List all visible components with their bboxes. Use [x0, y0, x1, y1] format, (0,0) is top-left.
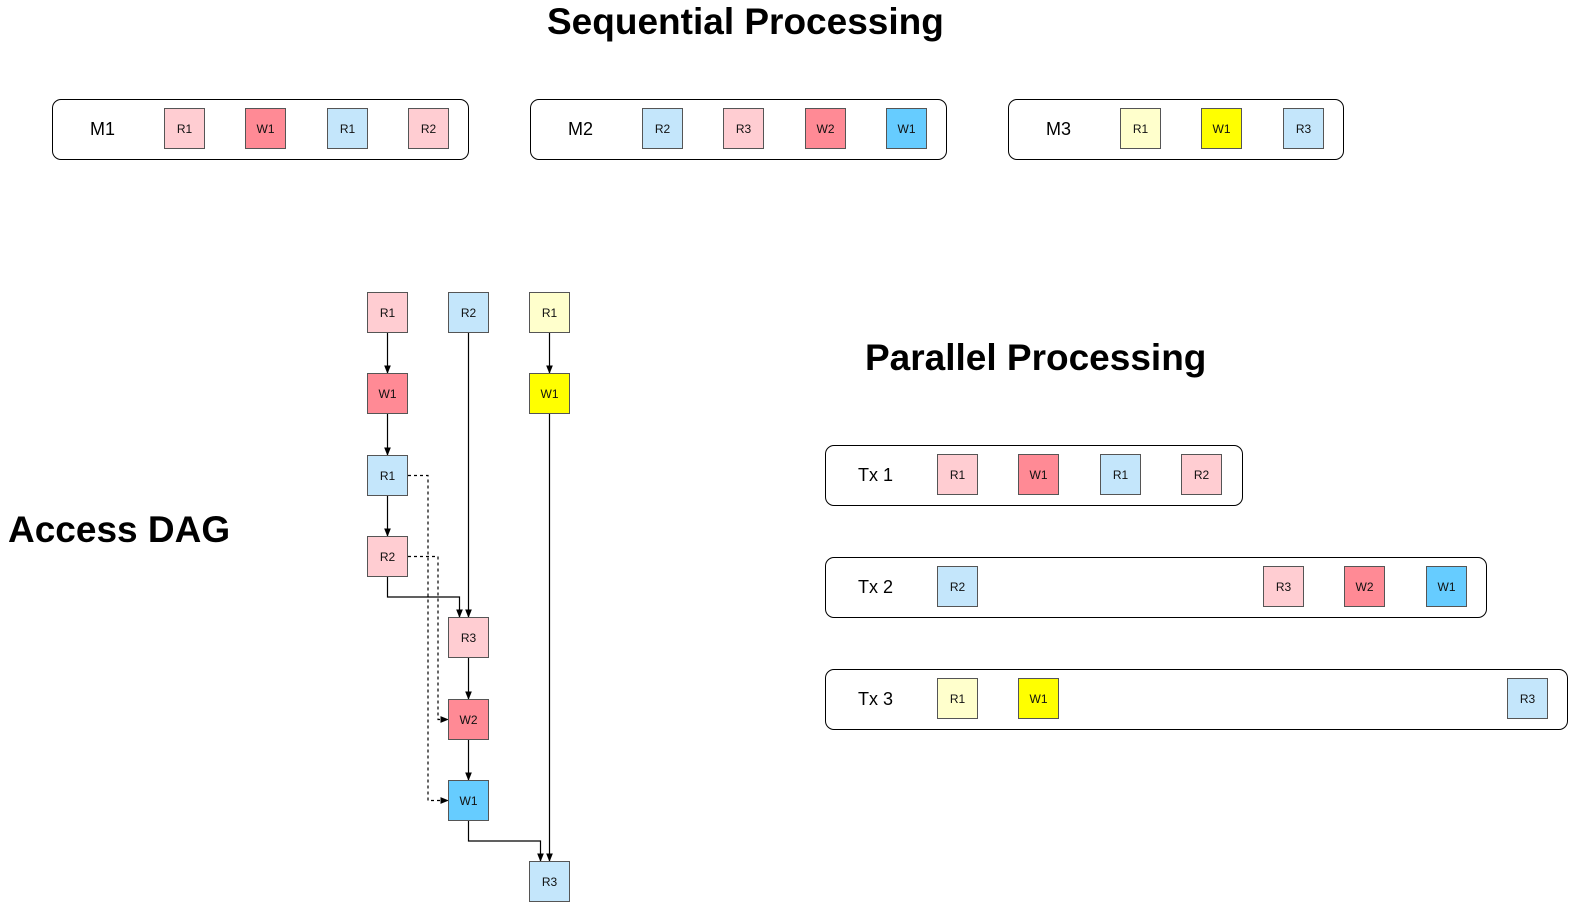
lane-label: M2	[568, 119, 594, 139]
op-block: R1	[1120, 108, 1161, 149]
dag-node: R1	[367, 455, 408, 496]
op-block: R3	[723, 108, 764, 149]
dag-edge-a_r2-to-b_w2	[408, 555, 449, 723]
dag-node: W1	[448, 780, 489, 821]
dag-node: R1	[367, 292, 408, 333]
lane-label: Tx 1	[858, 465, 894, 485]
op-block: R1	[937, 678, 978, 719]
op-block: R1	[1100, 454, 1141, 495]
dag-title: Access DAG	[8, 509, 231, 550]
op-block: W1	[245, 108, 286, 149]
parallel-lane-tx2: Tx 2	[825, 557, 1487, 618]
dag-edge-b_w1-to-c_r3	[467, 821, 544, 862]
op-block: R1	[327, 108, 368, 149]
dag-node: R3	[448, 617, 489, 658]
op-block: R1	[164, 108, 205, 149]
lane-label: Tx 3	[858, 689, 894, 709]
dag-node: R2	[367, 536, 408, 577]
op-block: W1	[1018, 454, 1059, 495]
op-block: R3	[1507, 678, 1548, 719]
dag-node: W1	[367, 373, 408, 414]
op-block: W1	[1426, 566, 1467, 607]
op-block: R2	[937, 566, 978, 607]
op-block: W1	[1018, 678, 1059, 719]
op-block: W1	[1201, 108, 1242, 149]
op-block: W2	[1344, 566, 1385, 607]
op-block: R1	[937, 454, 978, 495]
dag-node: R1	[529, 292, 570, 333]
lane-label: M3	[1046, 119, 1072, 139]
dag-node: R2	[448, 292, 489, 333]
parallel-title: Parallel Processing	[865, 337, 1207, 378]
dag-edge-a_r1b-to-b_w1	[408, 474, 449, 804]
dag-edge-a_r2-to-b_r3	[386, 577, 463, 618]
op-block: R2	[642, 108, 683, 149]
dag-node: W2	[448, 699, 489, 740]
dag-node: W1	[529, 373, 570, 414]
dag-node: R3	[529, 861, 570, 902]
op-block: W2	[805, 108, 846, 149]
sequential-title: Sequential Processing	[547, 1, 944, 42]
op-block: R2	[1181, 454, 1222, 495]
op-block: R2	[408, 108, 449, 149]
op-block: R3	[1283, 108, 1324, 149]
op-block: R3	[1263, 566, 1304, 607]
lane-label: Tx 2	[858, 577, 894, 597]
lane-label: M1	[90, 119, 116, 139]
op-block: W1	[886, 108, 927, 149]
